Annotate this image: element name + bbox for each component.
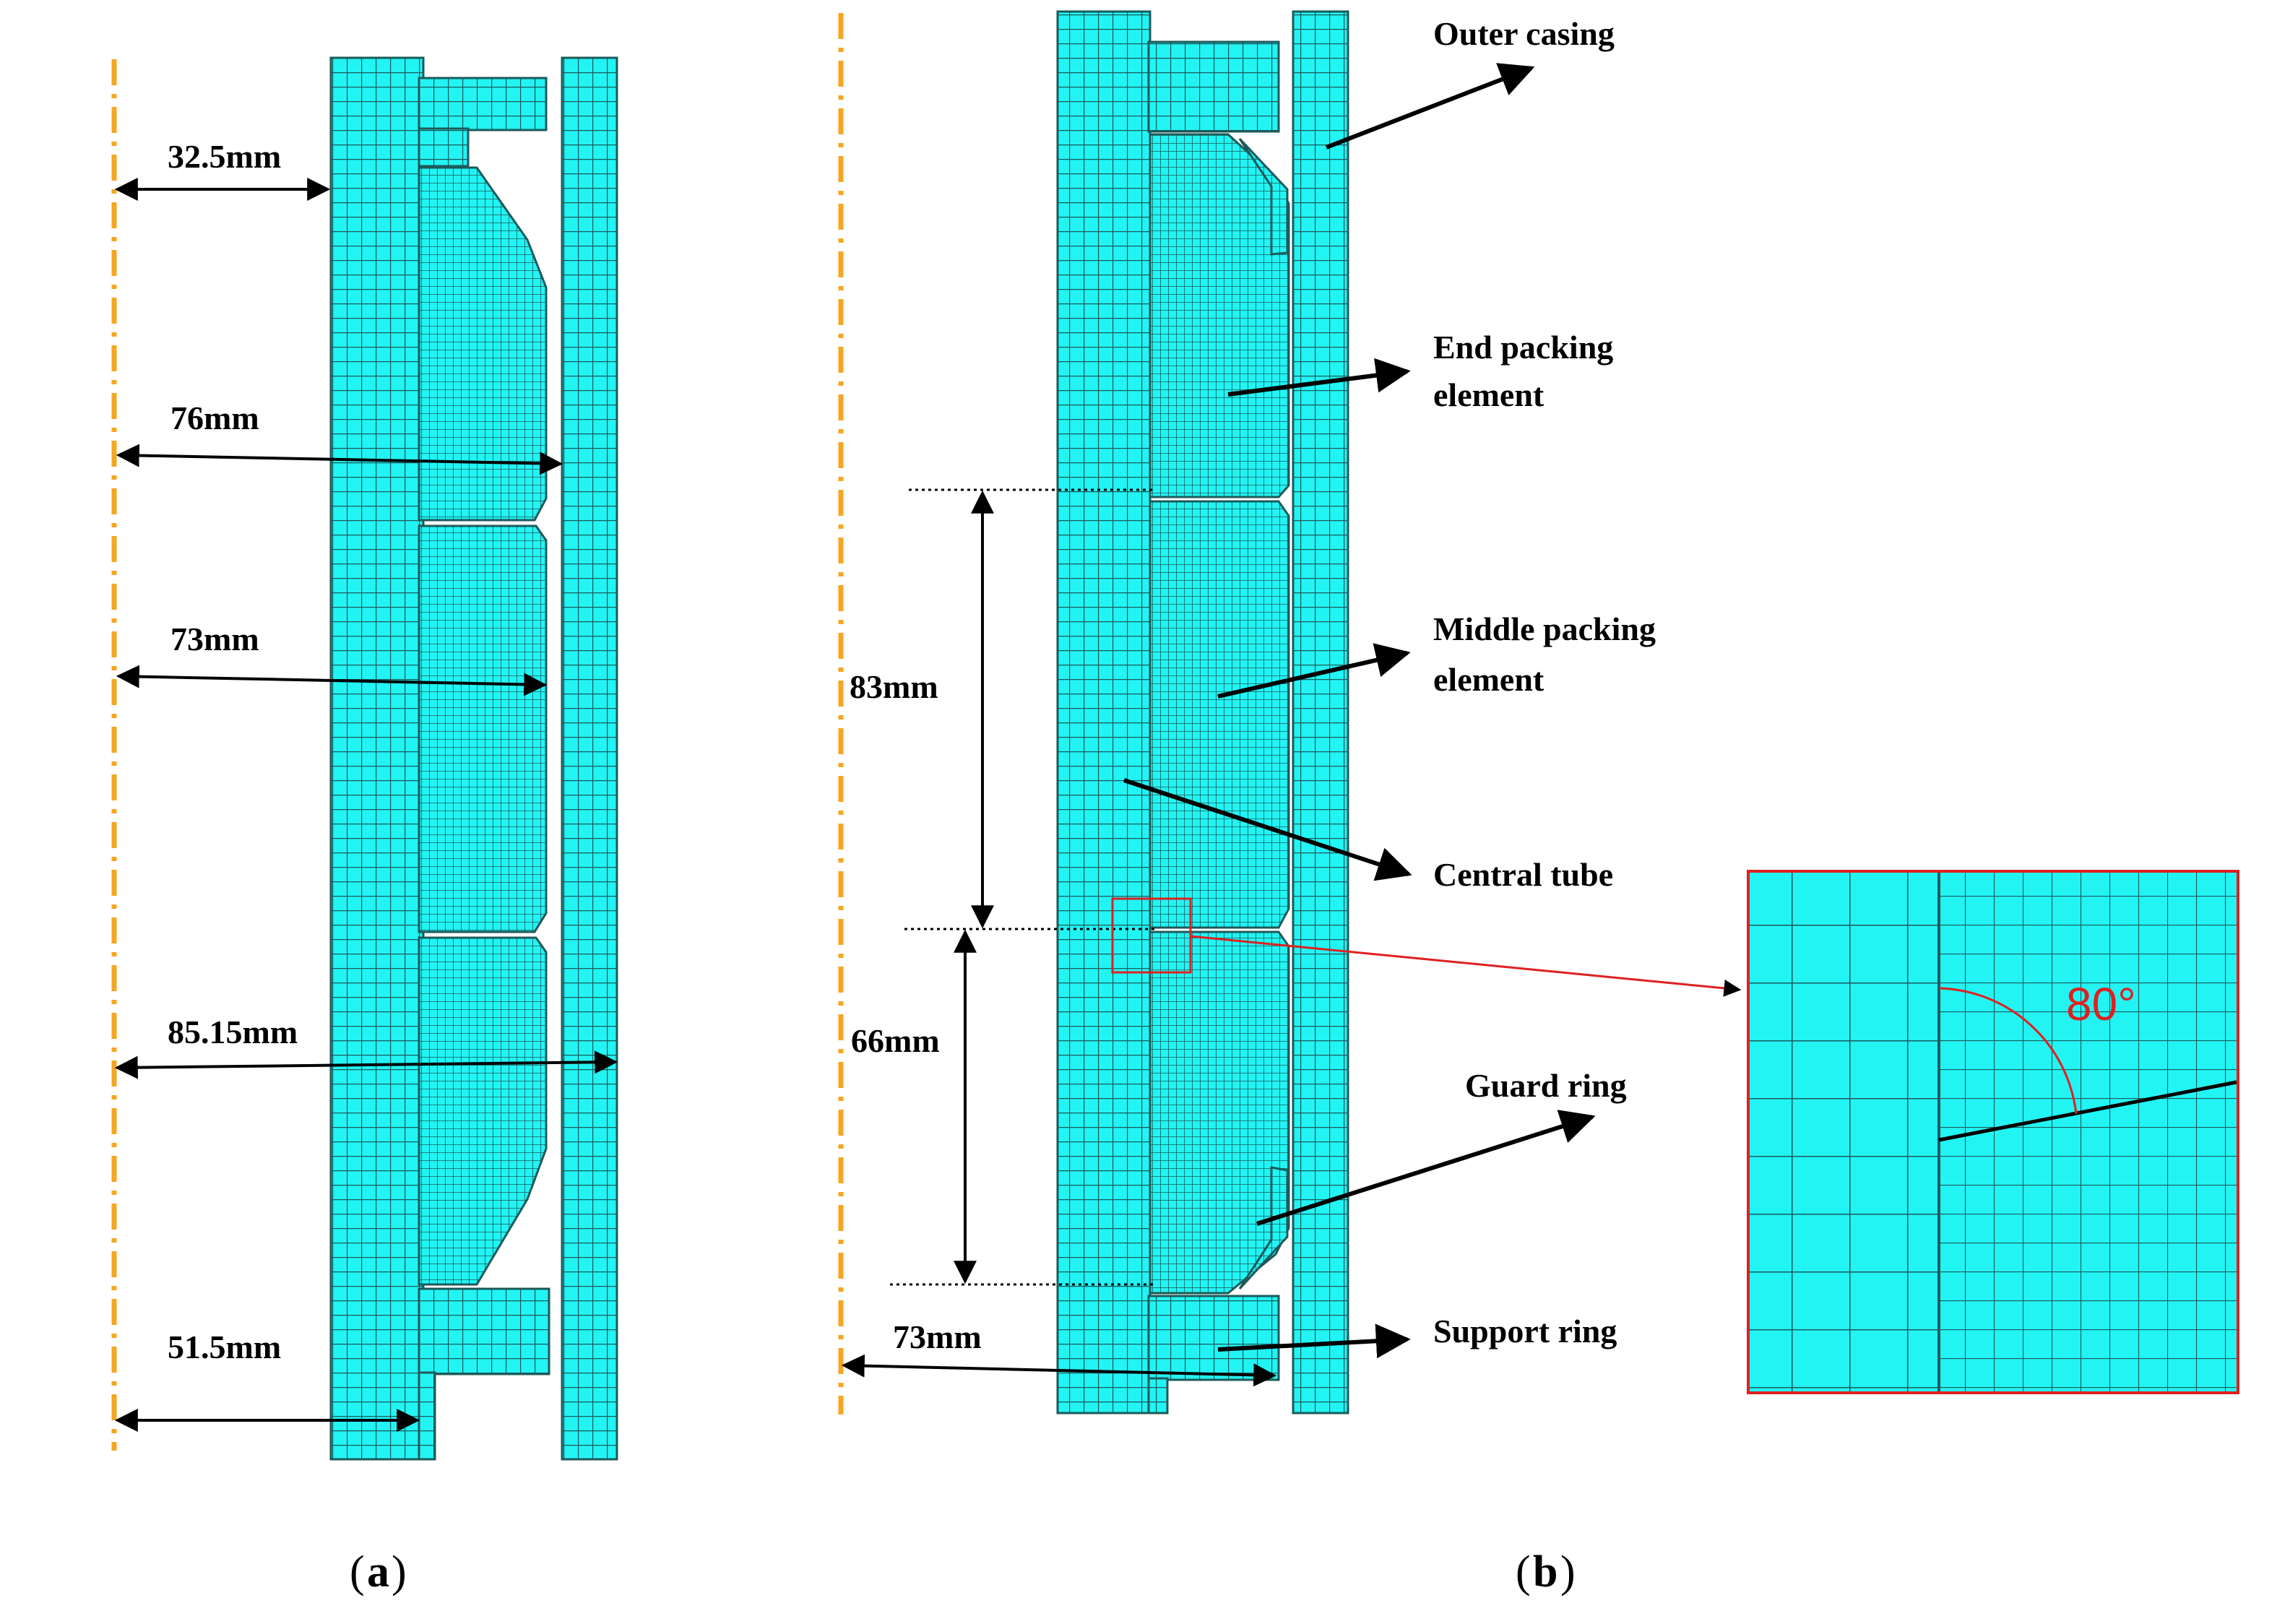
lower-ring-stem-a	[418, 1371, 436, 1461]
leader-guard-ring	[1256, 1110, 1596, 1226]
upper-support-ring-a	[418, 77, 548, 131]
label-guard-ring: Guard ring	[1465, 1067, 1627, 1104]
caption-a-letter: a	[367, 1547, 389, 1597]
outer-casing-b	[1292, 10, 1349, 1414]
lower-ring-stem-b	[1147, 1377, 1169, 1414]
leader-outer-casing	[1325, 63, 1535, 150]
dim-arrow-73-b	[841, 1354, 1277, 1387]
label-middle-packing-line1: Middle packing	[1433, 610, 1656, 647]
zoom-element-boundary	[1938, 1080, 2237, 1142]
upper-ring-stem-a	[418, 127, 470, 168]
dim-label-73-a: 73mm	[170, 621, 259, 657]
panel-a: 32.5mm 76mm 73mm 85.15mm 51.5mm ( a )	[111, 56, 618, 1597]
panel-b: 83mm 66mm 73mm Outer casing End packing …	[838, 10, 2239, 1597]
middle-packing-element-a	[418, 524, 548, 933]
end-packing-element-b-top	[1149, 133, 1290, 498]
leader-end-packing	[1227, 358, 1411, 397]
leader-support-ring	[1217, 1323, 1411, 1359]
zoom-angle-label: 80°	[2066, 978, 2136, 1030]
dim-label-73-b: 73mm	[893, 1318, 982, 1355]
zoom-inset: 80°	[1747, 870, 2239, 1394]
middle-packing-element-b	[1149, 500, 1290, 929]
dim-arrow-73-a	[116, 665, 548, 696]
dim-label-76: 76mm	[170, 399, 259, 436]
zoom-inset-tube	[1750, 873, 1939, 1391]
caption-b-open: (	[1516, 1547, 1531, 1597]
end-packing-element-b-bottom	[1149, 930, 1290, 1295]
label-middle-packing-line2: element	[1433, 661, 1544, 698]
zoom-inset-frame	[1747, 870, 2239, 1394]
label-end-packing-line1: End packing	[1433, 329, 1613, 366]
zoom-connector	[1190, 935, 1742, 997]
dim-label-85-15: 85.15mm	[168, 1014, 298, 1050]
end-packing-element-a-top	[418, 166, 548, 522]
caption-a-close: )	[392, 1547, 407, 1597]
end-packing-element-a-bottom	[418, 936, 548, 1286]
label-end-packing-line2: element	[1433, 376, 1544, 413]
dim-arrow-76	[116, 444, 563, 475]
central-tube-b	[1056, 10, 1152, 1414]
guard-ring-b-top	[1238, 137, 1289, 256]
dim-label-83: 83mm	[850, 668, 938, 705]
caption-a-open: (	[350, 1547, 365, 1597]
dim-label-51-5: 51.5mm	[168, 1329, 281, 1365]
lower-support-ring-a	[418, 1287, 550, 1375]
zoom-angle-arc	[1938, 987, 2078, 1115]
caption-b-close: )	[1560, 1547, 1576, 1597]
dim-label-32-5: 32.5mm	[168, 138, 281, 175]
label-outer-casing: Outer casing	[1433, 15, 1615, 52]
leader-middle-packing	[1217, 643, 1411, 699]
central-tube-a	[329, 56, 425, 1461]
outer-casing-a	[561, 56, 618, 1461]
zoom-source-box	[1111, 897, 1192, 974]
upper-support-ring-b	[1147, 40, 1280, 133]
guard-ring-b-bottom	[1238, 1166, 1289, 1290]
dim-arrow-85-15	[114, 1050, 618, 1079]
dim-label-66: 66mm	[851, 1022, 940, 1059]
leader-central-tube	[1123, 778, 1412, 881]
lower-support-ring-b	[1147, 1295, 1280, 1381]
label-central-tube: Central tube	[1433, 856, 1613, 893]
caption-b-letter: b	[1533, 1547, 1557, 1597]
label-support-ring: Support ring	[1433, 1313, 1617, 1349]
